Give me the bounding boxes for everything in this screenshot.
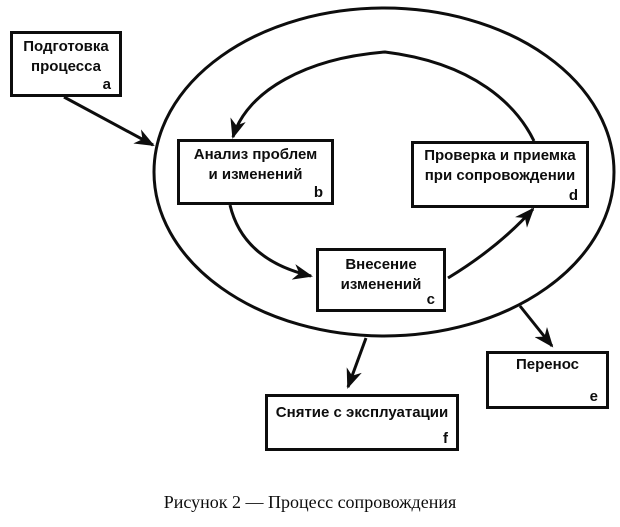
arrow-b-to-c — [228, 204, 313, 280]
arrow-a-to-process — [63, 95, 155, 147]
box-line: Снятие с эксплуатации — [275, 404, 449, 421]
box-line: Перенос — [516, 356, 579, 373]
box-letter: f — [443, 430, 448, 447]
box-line: Подготовка — [23, 38, 109, 55]
box-letter: e — [589, 388, 598, 405]
box-line: Проверка и приемка — [424, 147, 576, 164]
box-retirement: Снятие с эксплуатации f — [265, 394, 459, 451]
arrow-process-to-e — [518, 305, 554, 348]
arrow-process-to-f — [346, 337, 368, 389]
box-letter: b — [313, 184, 323, 201]
box-modification-implementation: Внесение изменений c — [316, 248, 446, 312]
figure-caption: Рисунок 2 — Процесс сопровождения — [163, 492, 457, 512]
box-line: изменений — [340, 276, 422, 293]
box-line: процесса — [31, 58, 101, 75]
arrow-c-to-d — [447, 207, 535, 280]
box-line: и изменений — [208, 166, 303, 183]
box-migration: Перенос e — [486, 351, 609, 409]
box-line: при сопровождении — [424, 167, 576, 184]
box-line: Внесение — [345, 256, 417, 273]
box-letter: c — [426, 291, 435, 308]
box-review-acceptance: Проверка и приемка при сопровождении d — [411, 141, 589, 208]
box-letter: a — [102, 76, 111, 93]
box-line: Анализ проблем — [193, 146, 318, 163]
box-letter: d — [568, 187, 578, 204]
box-process-implementation: Подготовка процесса a — [10, 31, 122, 97]
box-problem-analysis: Анализ проблем и изменений b — [177, 139, 334, 205]
cycle-arc-d-to-b — [230, 50, 536, 142]
process-boundary-ellipse — [152, 6, 616, 338]
